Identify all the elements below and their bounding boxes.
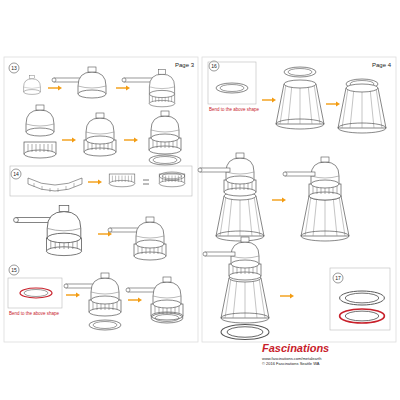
step-number: 13 xyxy=(8,65,20,72)
step-row-4 xyxy=(14,206,166,260)
step-15-parts xyxy=(8,273,183,330)
bend-note: Bend to the above shape xyxy=(209,107,279,112)
step-circles xyxy=(9,61,343,283)
page-frame xyxy=(4,57,198,342)
step-number: 15 xyxy=(8,267,20,274)
copyright: © 2016 Fascinations Seattle WA xyxy=(262,362,372,367)
step-14-parts xyxy=(10,166,192,196)
step-16-parts xyxy=(208,62,386,133)
step-number: 17 xyxy=(332,275,344,282)
step-number: 16 xyxy=(208,63,220,70)
page-number: Page 3 xyxy=(150,62,194,69)
step-17-parts xyxy=(203,237,390,340)
bend-note: Bend to the above shape xyxy=(9,311,79,316)
step-row-2 xyxy=(24,105,181,165)
page-number: Page 4 xyxy=(347,62,391,69)
page-frame xyxy=(202,57,396,342)
step-number: 14 xyxy=(10,171,22,178)
step-13-parts xyxy=(24,67,175,107)
brand-logo: Fascinations xyxy=(262,342,352,355)
step-row-p4-2 xyxy=(198,153,349,241)
